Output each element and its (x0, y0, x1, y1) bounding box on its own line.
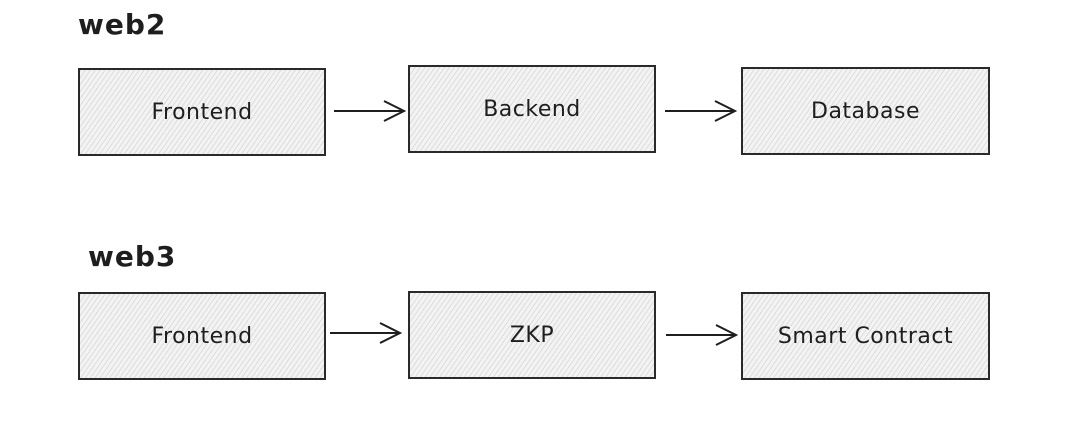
arrow-icon (665, 100, 738, 122)
arrow-icon (330, 322, 403, 344)
web2-title: web2 (78, 8, 167, 41)
web3-zkp-box: ZKP (408, 291, 656, 379)
arrow-icon (334, 100, 407, 122)
arrow-icon (666, 324, 739, 346)
web2-database-box: Database (741, 67, 990, 155)
web2-backend-box: Backend (408, 65, 656, 153)
web2-frontend-box: Frontend (78, 68, 326, 156)
web3-smart-contract-box: Smart Contract (741, 292, 990, 380)
web3-frontend-box: Frontend (78, 292, 326, 380)
web3-title: web3 (88, 240, 177, 273)
